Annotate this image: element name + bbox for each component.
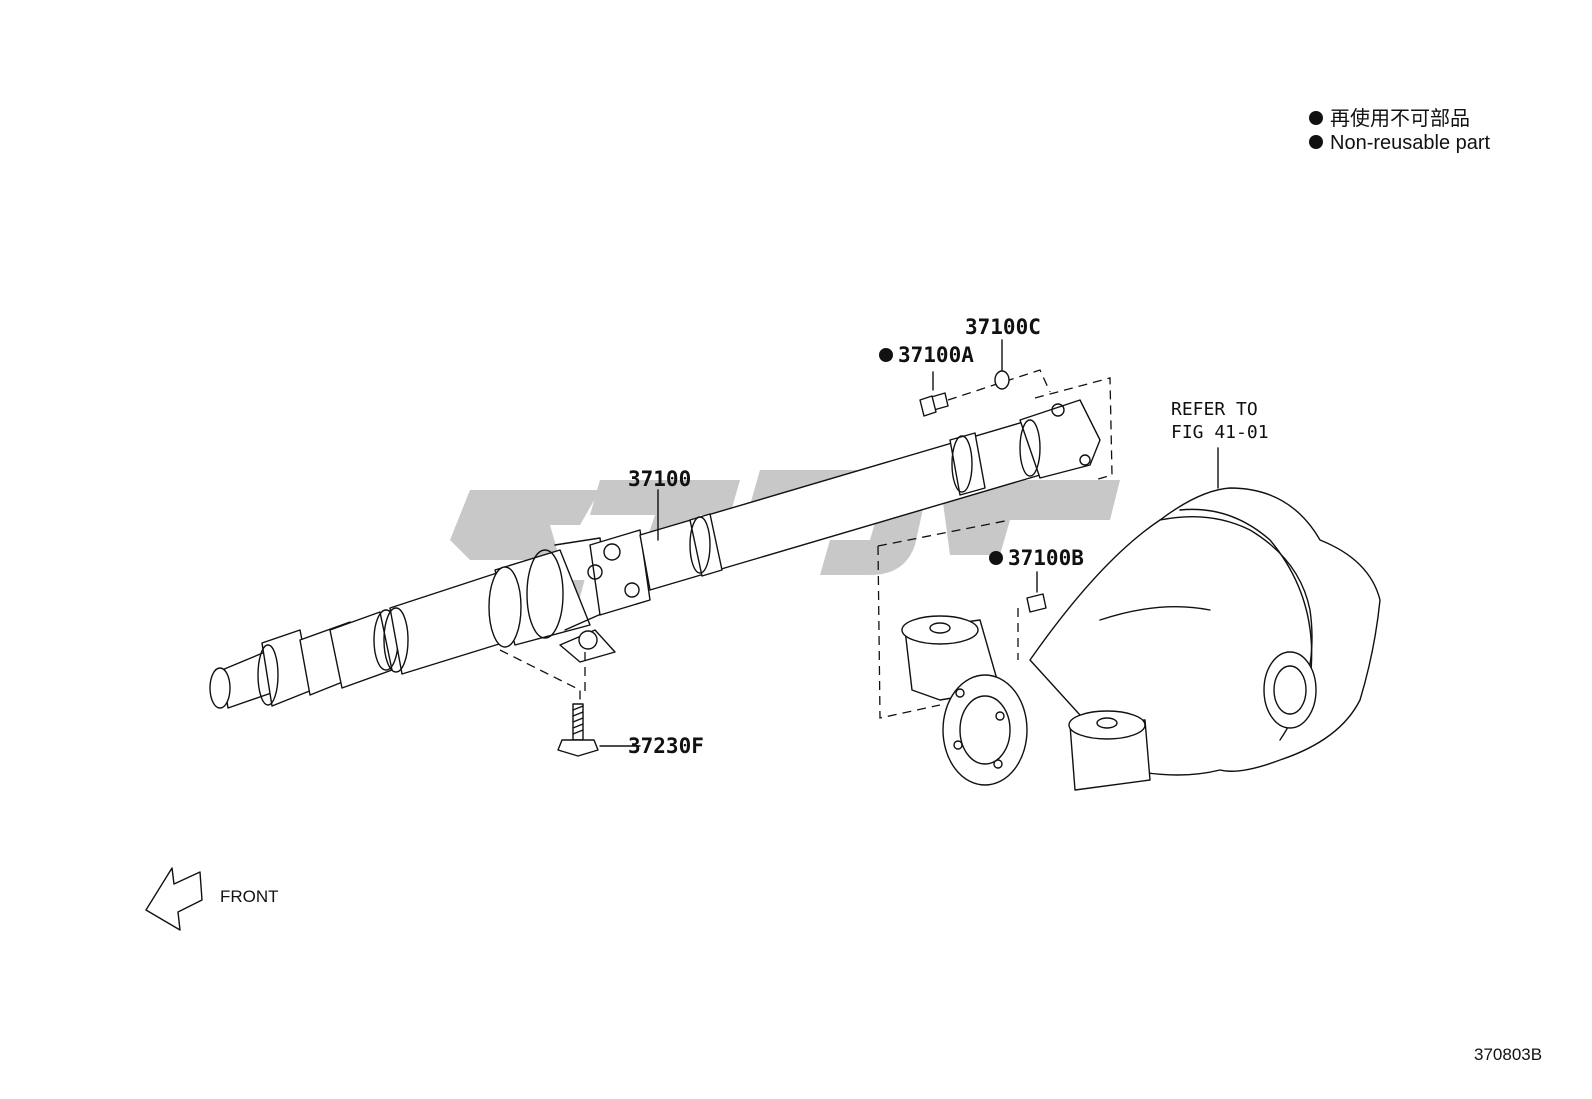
propeller-shaft — [209, 399, 1101, 709]
differential — [901, 447, 1381, 791]
label-37230F: 37230F — [628, 734, 704, 758]
legend-japanese: 再使用不可部品 — [1330, 107, 1470, 130]
front-arrow-icon — [145, 867, 203, 931]
bullet-dot-icon — [989, 551, 1003, 565]
bullet-dot-icon — [1309, 135, 1323, 149]
diff-flange-dash — [877, 519, 1011, 719]
bolt-37100A — [919, 369, 1051, 417]
legend-english: Non-reusable part — [1330, 132, 1491, 154]
figure-code: 370803B — [1474, 1045, 1542, 1064]
bullet-dot-icon — [879, 348, 893, 362]
label-37100C: 37100C — [965, 315, 1041, 339]
bullet-dot-icon — [1309, 111, 1323, 125]
washer-37100C — [994, 339, 1010, 390]
label-37100: 37100 — [628, 467, 691, 491]
legend: 再使用不可部品 Non-reusable part — [1309, 107, 1491, 154]
center-bracket — [499, 629, 616, 700]
bolt-37230F — [557, 703, 641, 757]
refer-note-line2: FIG 41-01 — [1171, 422, 1269, 443]
rear-flange-dash — [1034, 377, 1113, 481]
label-37100B: 37100B — [1008, 546, 1084, 570]
refer-note-line1: REFER TO — [1171, 399, 1258, 420]
label-37100A: 37100A — [898, 343, 974, 367]
front-label: FRONT — [220, 887, 279, 906]
